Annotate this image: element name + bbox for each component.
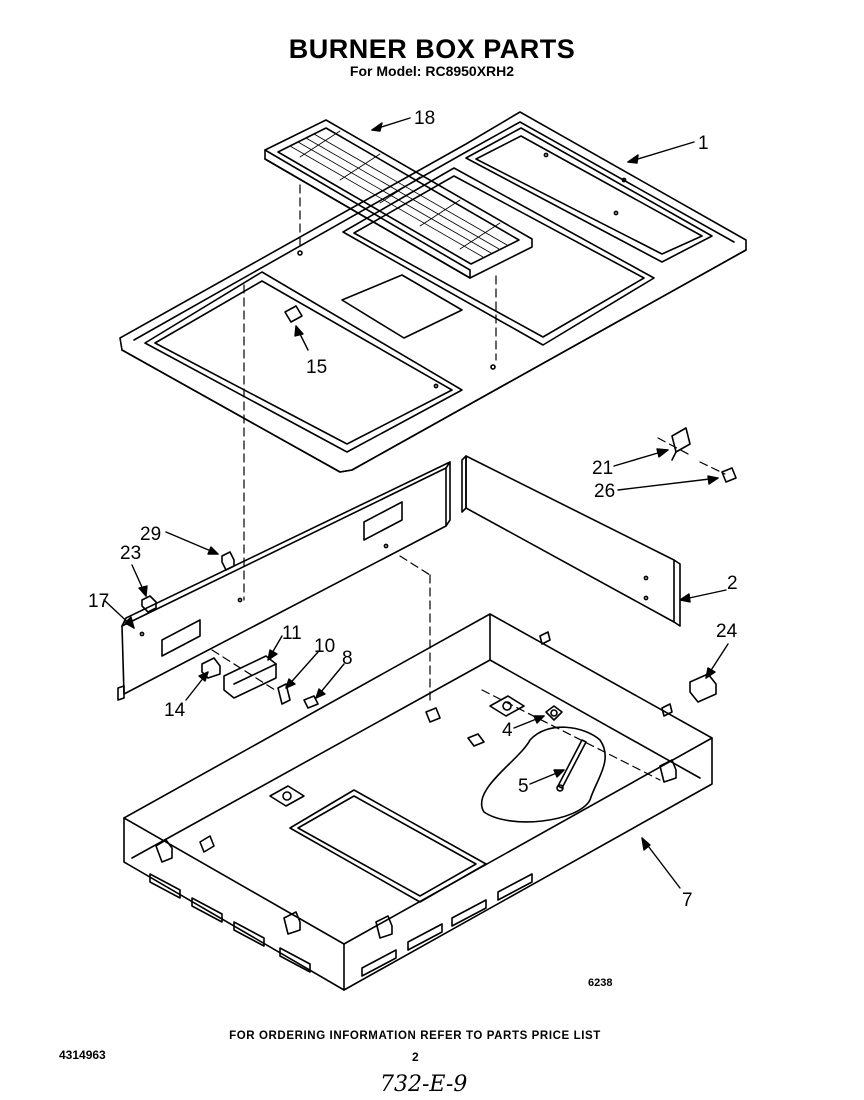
callout-8: 8 — [342, 648, 353, 669]
callout-15: 15 — [306, 357, 327, 378]
page-number: 2 — [412, 1050, 419, 1064]
callout-23: 23 — [120, 543, 141, 564]
burner-box — [123, 613, 713, 991]
document-number: 4314963 — [59, 1048, 106, 1062]
right-burner-opening — [342, 167, 655, 346]
model-subtitle: For Model: RC8950XRH2 — [349, 63, 515, 79]
cooktop-frame — [119, 111, 747, 473]
callout-26: 26 — [594, 481, 615, 502]
figure-number: 6238 — [588, 977, 613, 989]
rear-opening — [465, 127, 713, 263]
callout-10: 10 — [314, 636, 335, 657]
callout-18: 18 — [414, 108, 435, 129]
callout-4: 4 — [502, 720, 513, 741]
callout-24: 24 — [716, 621, 738, 642]
control-panel — [117, 461, 451, 701]
vent-grille — [264, 119, 533, 279]
center-opening — [341, 274, 463, 339]
callout-labels: 18 1 15 21 26 29 23 17 2 11 10 8 24 14 4… — [88, 108, 738, 911]
callout-1: 1 — [698, 133, 709, 154]
hardware — [141, 427, 737, 747]
left-burner-opening — [144, 271, 463, 453]
clip-part-15 — [284, 305, 303, 323]
callout-17: 17 — [88, 591, 109, 612]
callout-2: 2 — [727, 573, 738, 594]
ordering-note: FOR ORDERING INFORMATION REFER TO PARTS … — [229, 1030, 601, 1042]
callout-14: 14 — [164, 700, 186, 721]
callout-21: 21 — [592, 458, 613, 479]
callout-11: 11 — [282, 623, 302, 644]
box-opening — [289, 789, 487, 903]
callout-7: 7 — [682, 890, 693, 911]
igniter-rod — [557, 739, 587, 789]
side-panel — [461, 455, 681, 627]
insulation-cutaway — [480, 726, 606, 823]
page-title: BURNER BOX PARTS — [288, 34, 576, 64]
callout-5: 5 — [518, 776, 529, 797]
callout-29: 29 — [140, 524, 161, 545]
panel-slot — [363, 501, 403, 541]
handwritten-annotation: 732-E-9 — [380, 1072, 468, 1097]
leader-lines — [103, 117, 729, 889]
